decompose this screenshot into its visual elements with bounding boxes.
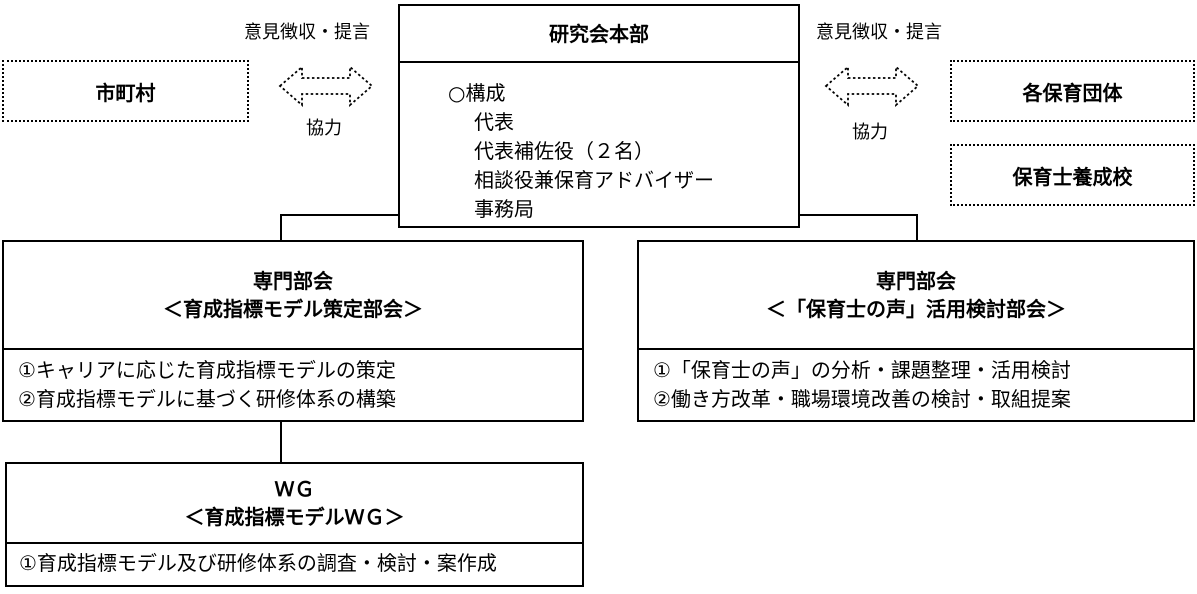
committee2-item: ②働き方改革・職場環境改善の検討・取組提案	[653, 387, 1071, 411]
committee2-items: ①「保育士の声」の分析・課題整理・活用検討 ②働き方改革・職場環境改善の検討・取…	[639, 350, 1193, 414]
hq-title: 研究会本部	[400, 6, 798, 63]
committee2-item: ①「保育士の声」の分析・課題整理・活用検討	[653, 358, 1071, 382]
municipality-label: 市町村	[95, 80, 156, 105]
committee2-line2: ＜「保育士の声」活用検討部会＞	[766, 297, 1066, 321]
connector-left-down	[280, 214, 282, 242]
municipality-box: 市町村	[2, 60, 249, 122]
hq-item: 代表補佐役（２名）	[474, 139, 654, 163]
wg-box: ＷＧ ＜育成指標モデルＷＧ＞ ①育成指標モデル及び研修体系の調査・検討・案作成	[5, 462, 584, 587]
left-top-label: 意見徴収・提言	[244, 22, 370, 43]
committee1-box: 専門部会 ＜育成指標モデル策定部会＞ ①キャリアに応じた育成指標モデルの策定 ②…	[2, 240, 584, 422]
training-school-label: 保育士養成校	[1012, 164, 1133, 189]
committee1-item: ②育成指標モデルに基づく研修体系の構築	[18, 387, 396, 411]
connector-wg	[280, 422, 282, 464]
committee1-item: ①キャリアに応じた育成指標モデルの策定	[18, 358, 396, 382]
committee1-line1: 専門部会	[253, 269, 333, 293]
childcare-groups-label: 各保育団体	[1022, 80, 1123, 105]
double-arrow-icon	[824, 65, 920, 107]
hq-items: ○構成 代表 代表補佐役（２名） 相談役兼保育アドバイザー 事務局	[400, 63, 798, 224]
wg-items: ①育成指標モデル及び研修体系の調査・検討・案作成	[7, 544, 582, 578]
committee1-line2: ＜育成指標モデル策定部会＞	[163, 297, 423, 321]
childcare-groups-box: 各保育団体	[950, 60, 1195, 122]
hq-item: 事務局	[474, 197, 534, 221]
hq-box: 研究会本部 ○構成 代表 代表補佐役（２名） 相談役兼保育アドバイザー 事務局	[398, 4, 800, 228]
hq-item: ○構成	[448, 81, 506, 105]
committee1-items: ①キャリアに応じた育成指標モデルの策定 ②育成指標モデルに基づく研修体系の構築	[4, 350, 582, 414]
hq-item: 代表	[474, 110, 514, 134]
double-arrow-icon	[278, 65, 374, 107]
committee1-header: 専門部会 ＜育成指標モデル策定部会＞	[4, 242, 582, 350]
committee2-box: 専門部会 ＜「保育士の声」活用検討部会＞ ①「保育士の声」の分析・課題整理・活用…	[637, 240, 1195, 422]
wg-header: ＷＧ ＜育成指標モデルＷＧ＞	[7, 464, 582, 544]
hq-item: 相談役兼保育アドバイザー	[474, 168, 714, 192]
left-bottom-label: 協力	[306, 118, 342, 139]
committee2-line1: 専門部会	[876, 269, 956, 293]
right-bottom-label: 協力	[852, 122, 888, 143]
connector-right-down	[916, 214, 918, 242]
training-school-box: 保育士養成校	[950, 144, 1195, 206]
committee2-header: 専門部会 ＜「保育士の声」活用検討部会＞	[639, 242, 1193, 350]
right-top-label: 意見徴収・提言	[816, 22, 942, 43]
wg-line2: ＜育成指標モデルＷＧ＞	[184, 505, 405, 529]
wg-line1: ＷＧ	[274, 477, 315, 501]
hq-title-text: 研究会本部	[549, 21, 649, 46]
wg-item: ①育成指標モデル及び研修体系の調査・検討・案作成	[19, 551, 497, 575]
